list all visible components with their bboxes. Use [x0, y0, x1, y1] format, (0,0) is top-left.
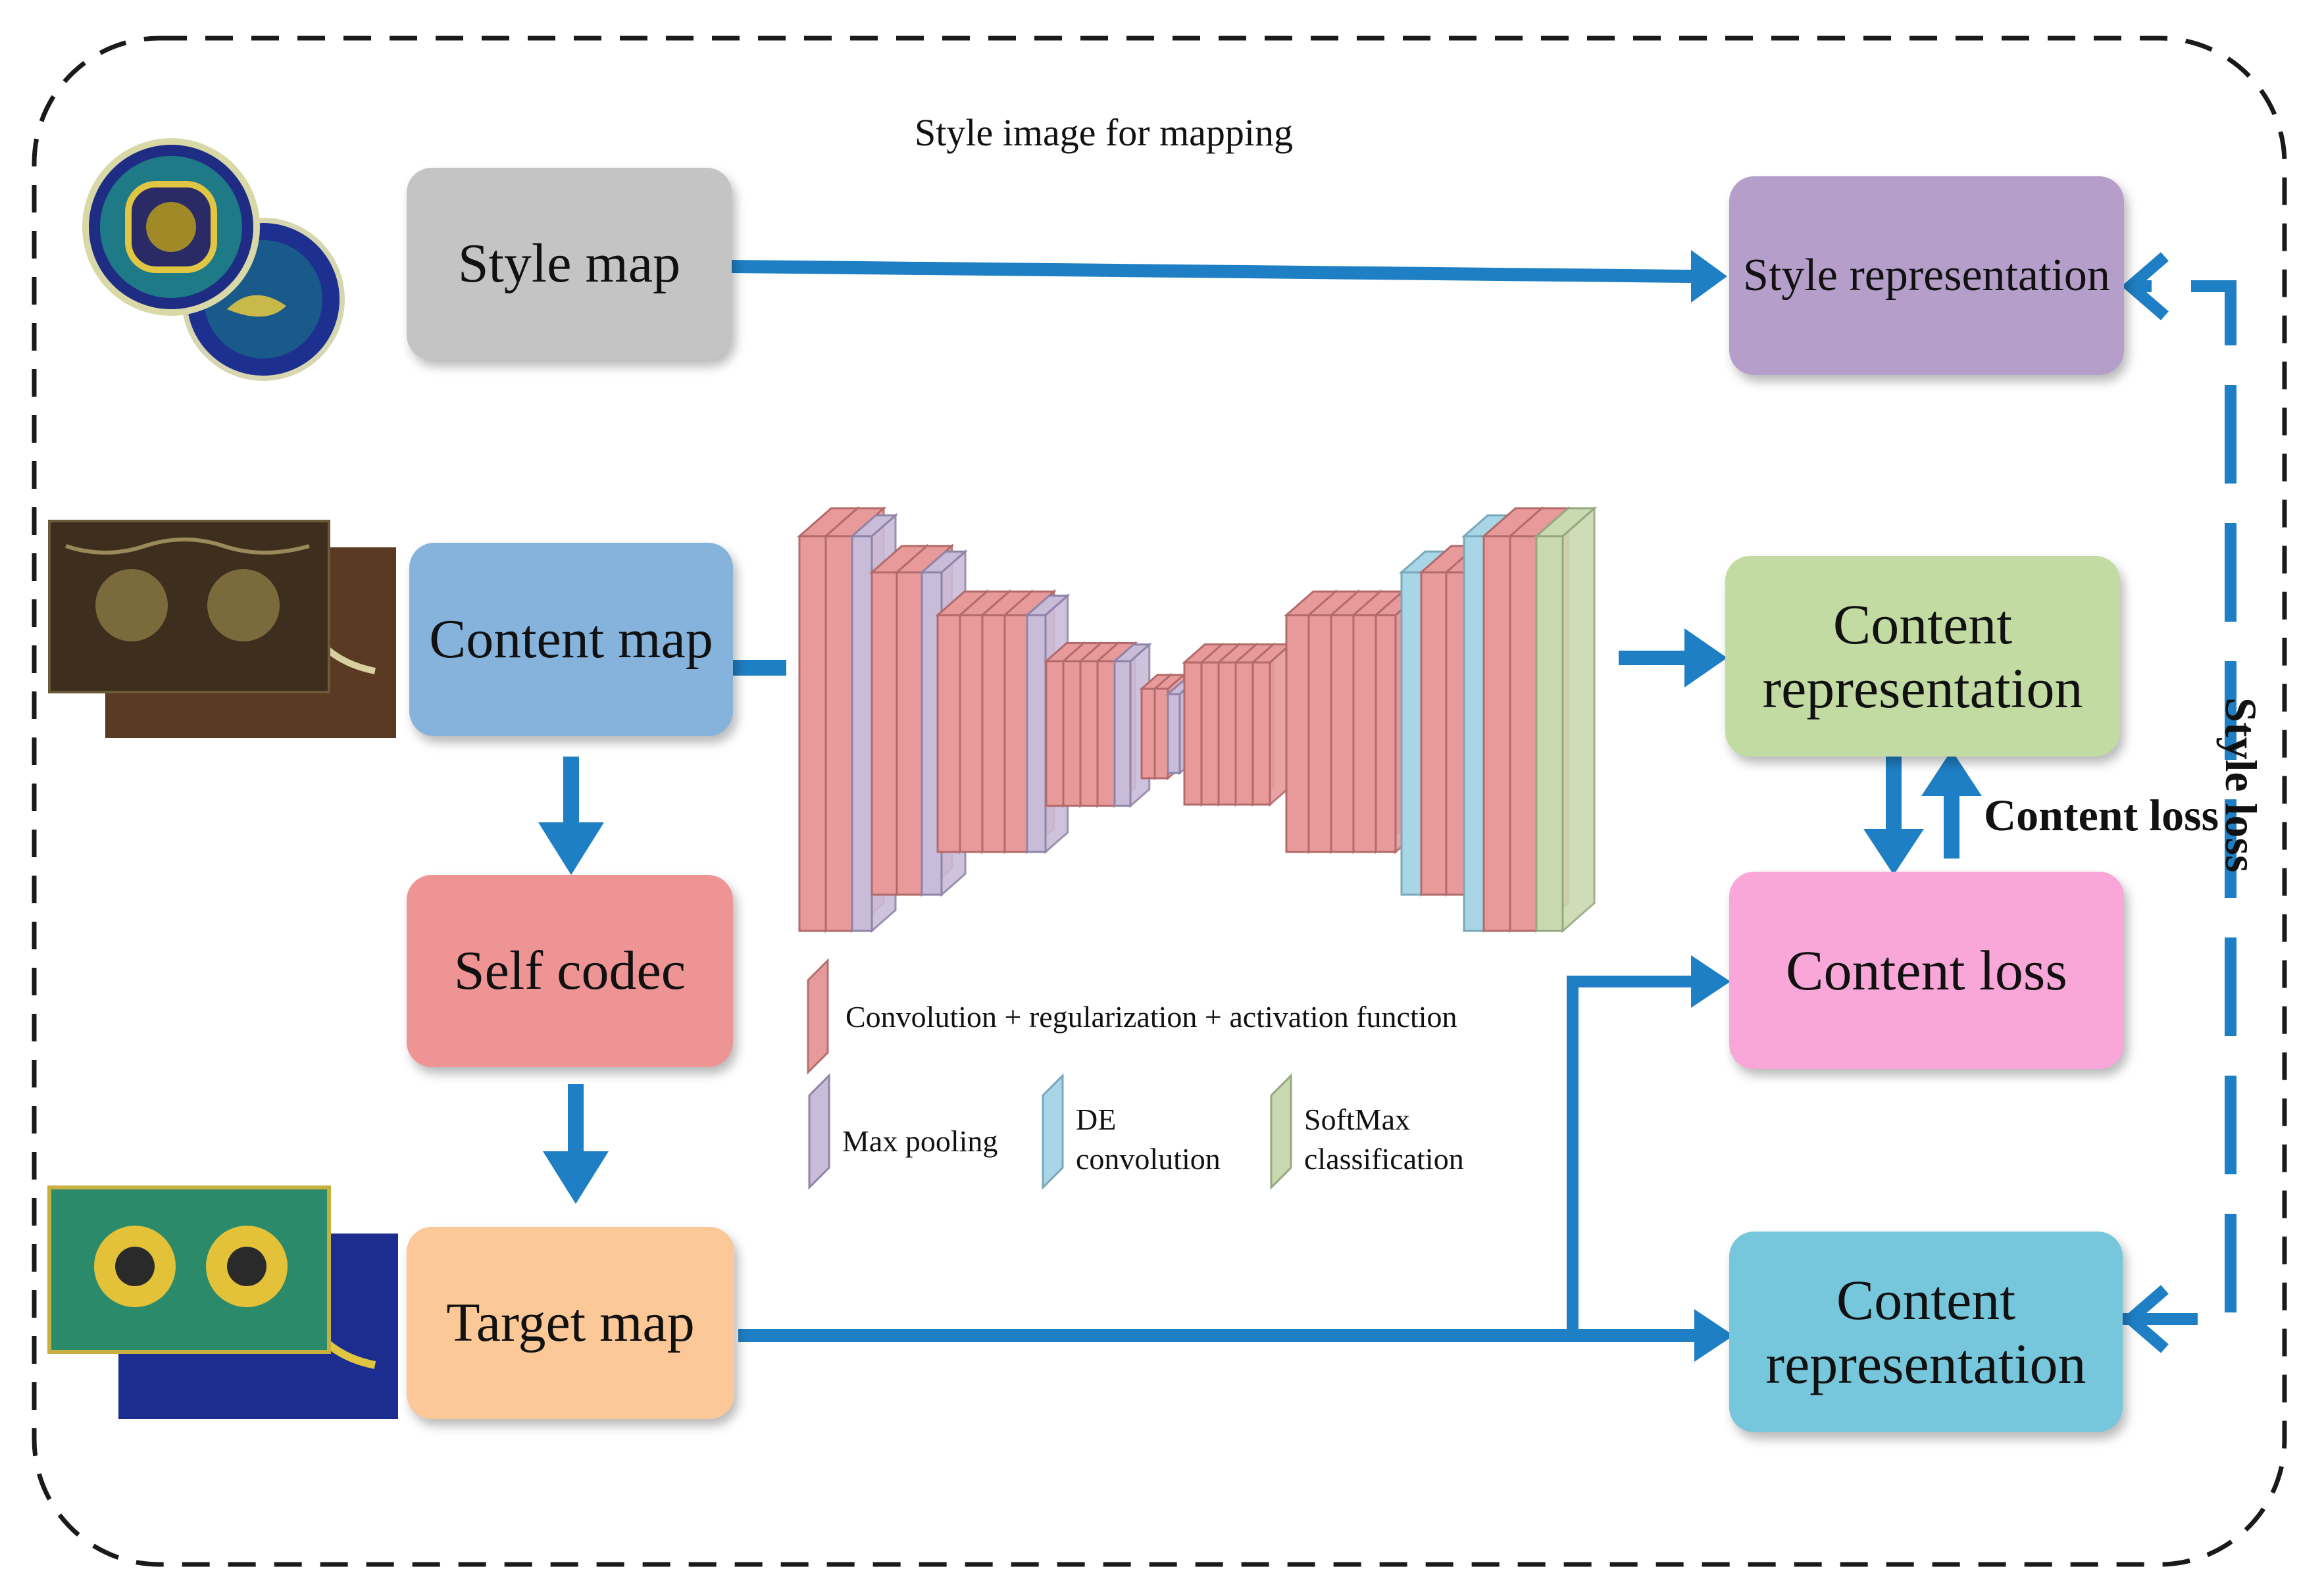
legend-deconv-line1: DE [1076, 1103, 1117, 1136]
content-representation-bottom-line1: Content [1836, 1268, 2016, 1332]
network-layer-pool [1026, 614, 1047, 853]
legend-swatch-softmax [1270, 1073, 1292, 1190]
legend-softmax-label: SoftMax classification [1304, 1100, 1464, 1179]
network-layer-conv [1217, 661, 1237, 806]
network-layer-pool [1113, 660, 1132, 807]
network-layer-conv [1509, 535, 1538, 932]
network-layer-conv [871, 571, 898, 896]
encoder-decoder-network [797, 506, 1597, 934]
network-layer-conv [1062, 660, 1082, 807]
network-layer-conv [1482, 535, 1511, 932]
content-loss-side-label: Content loss [1984, 790, 2219, 840]
network-layer-conv [824, 535, 853, 932]
network-layer-conv [798, 535, 827, 932]
network-layer-deconv [1463, 535, 1485, 932]
legend-conv-label: Convolution + regularization + activatio… [846, 1000, 1457, 1034]
arrowhead-style-representation [1691, 250, 1727, 303]
network-layer-conv [1375, 614, 1397, 853]
network-layer-conv [1234, 661, 1254, 806]
legend-swatch-deconv [1042, 1073, 1064, 1190]
style-image-thumbnail [82, 138, 345, 381]
content-image-thumbnail [48, 520, 396, 738]
network-layer-side [1561, 506, 1596, 934]
diagram-title: Style image for mapping [915, 111, 1294, 154]
arrowhead-content-loss [1691, 955, 1730, 1008]
legend-softmax-line2: classification [1304, 1141, 1464, 1176]
network-layer-conv [1307, 614, 1332, 853]
network-layer-conv [1003, 614, 1028, 853]
target-map-box: Target map [407, 1227, 734, 1419]
network-layer-conv [936, 614, 961, 853]
dashed-border [32, 36, 2287, 1567]
network-layer-conv [1251, 661, 1271, 806]
content-representation-top-line1: Content [1832, 593, 2013, 657]
arrowhead-content-representation-bottom [1694, 1309, 1734, 1362]
style-map-box: Style map [407, 168, 732, 360]
network-layer-conv [1140, 687, 1156, 780]
network-layer-conv [1330, 614, 1355, 853]
network-layer-conv [1420, 571, 1448, 896]
style-map-label: Style map [457, 232, 681, 294]
network-layer-conv [1285, 614, 1310, 853]
legend-deconv-line2: convolution [1076, 1141, 1221, 1176]
legend-max-pooling-label: Max pooling [842, 1124, 998, 1158]
network-layer-conv [896, 571, 923, 896]
self-codec-box: Self codec [407, 875, 733, 1067]
network-layer-conv [1352, 614, 1377, 853]
network-layer-conv [1079, 660, 1099, 807]
style-loss-arrowhead-bottom [2121, 1285, 2169, 1353]
content-loss-box: Content loss [1729, 872, 2124, 1069]
content-representation-top-line2: representation [1762, 656, 2083, 720]
arrowhead-content-representation-top [1684, 628, 1727, 687]
network-layer-conv [1096, 660, 1116, 807]
network-layer-deconv [1400, 571, 1423, 896]
arrow-target-to-content-loss [1567, 976, 1694, 1335]
legend-softmax-line1: SoftMax [1304, 1103, 1410, 1136]
network-layer-conv [1153, 687, 1169, 780]
style-loss-side-label: Style loss [2216, 697, 2266, 873]
legend-swatches [807, 958, 1292, 1190]
content-map-box: Content map [409, 543, 733, 736]
network-layer-pool [851, 535, 873, 932]
arrow-style-map-to-style-representation [731, 260, 1692, 283]
content-representation-top-box: Content representation [1725, 556, 2120, 757]
content-representation-bottom-box: Content representation [1729, 1232, 2123, 1432]
legend-deconv-label: DE convolution [1076, 1100, 1221, 1179]
arrowhead-self-codec [538, 822, 604, 875]
content-map-label: Content map [429, 608, 713, 670]
arrowhead-up-content-representation [1921, 750, 1982, 796]
content-representation-bottom-line2: representation [1765, 1332, 2086, 1395]
style-loss-feedback-line [1961, 280, 2236, 1325]
legend-swatch-pool [808, 1073, 830, 1190]
network-layer-conv [1045, 660, 1065, 807]
style-loss-arrowhead-top [2121, 252, 2169, 320]
network-layer-pool [1167, 693, 1181, 774]
network-layer-softmax [1535, 535, 1564, 932]
target-map-label: Target map [446, 1291, 695, 1353]
content-loss-box-label: Content loss [1786, 938, 2067, 1002]
target-image-thumbnail [47, 1185, 398, 1419]
arrowhead-down-content-loss [1863, 829, 1924, 875]
network-layer-conv [1183, 661, 1203, 806]
style-representation-label: Style representation [1743, 249, 2110, 301]
arrowhead-target-map [543, 1151, 609, 1204]
network-layer-conv [981, 614, 1006, 853]
legend-swatch-conv [807, 958, 829, 1075]
network-layer-conv [1200, 661, 1220, 806]
style-representation-box: Style representation [1729, 176, 2124, 375]
self-codec-label: Self codec [453, 939, 686, 1001]
network-layer-conv [959, 614, 984, 853]
